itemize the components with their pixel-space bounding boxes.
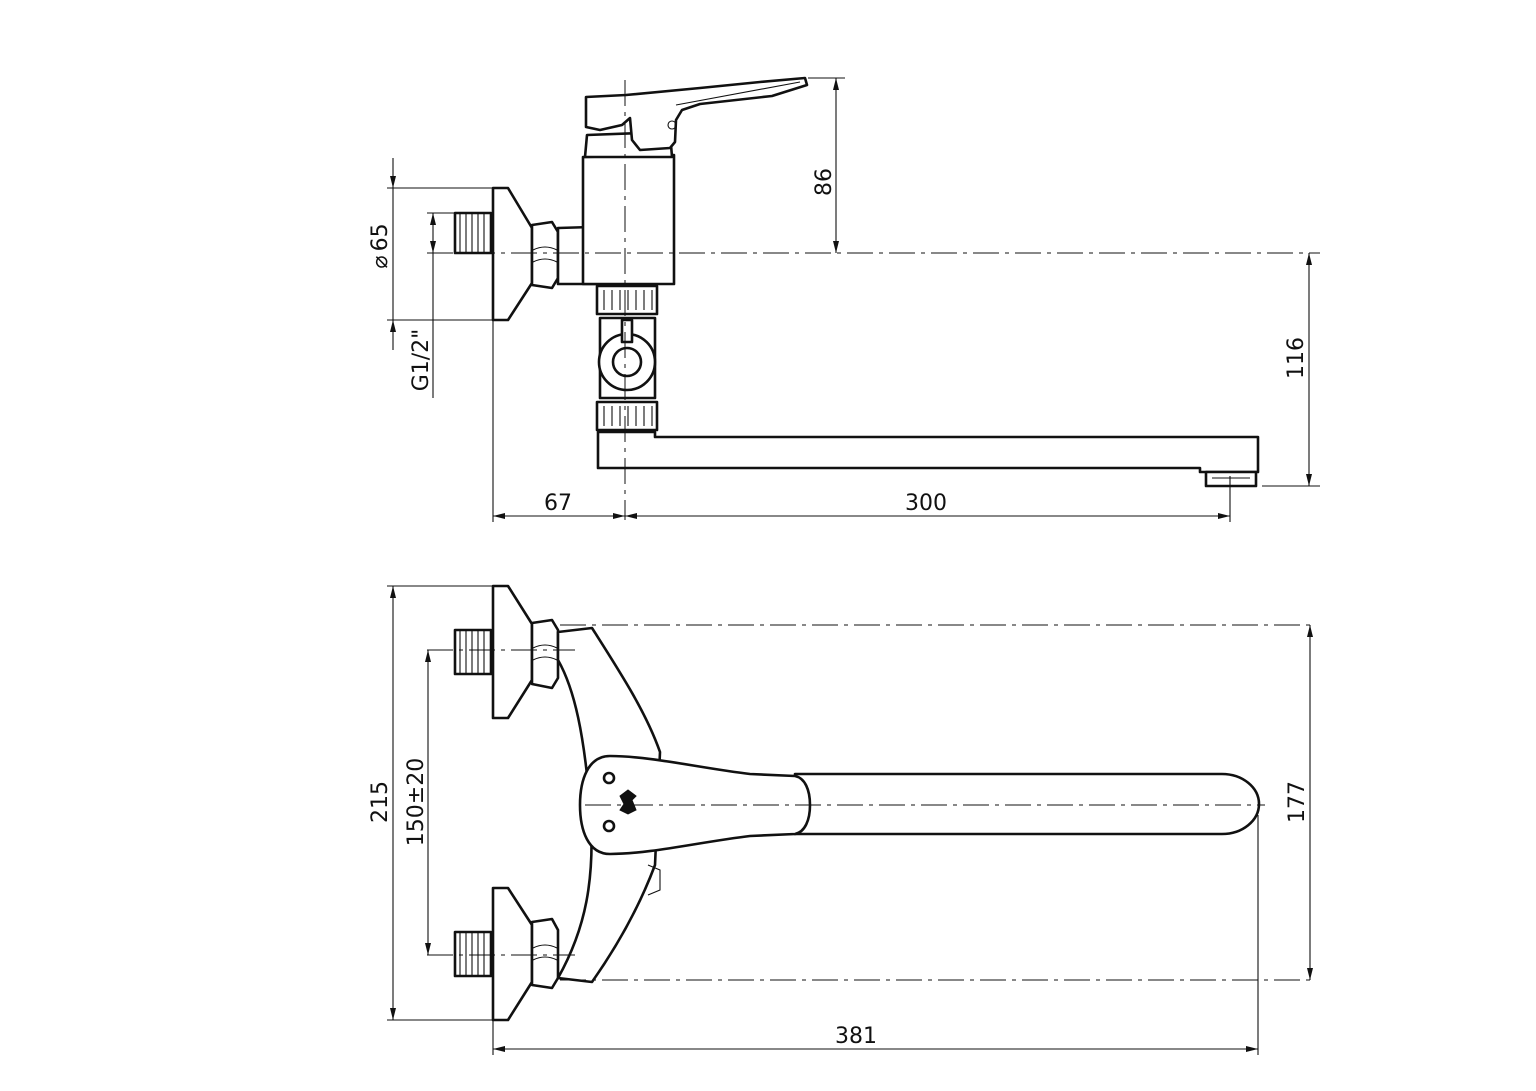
dim-215: 215 <box>368 781 393 823</box>
dim-diameter-65: ⌀65 <box>368 223 393 268</box>
dim-86: 86 <box>812 168 837 196</box>
dim-177: 177 <box>1285 781 1310 823</box>
side-diverter <box>597 316 657 400</box>
top-inlet-upper <box>453 584 560 720</box>
top-inlet-lower <box>453 886 560 1022</box>
side-aerator <box>1204 470 1258 488</box>
side-mixer-body <box>581 153 676 286</box>
top-cartridge-screw-upper <box>602 771 616 785</box>
diameter-symbol: ⌀ <box>368 255 393 268</box>
dim-300: 300 <box>905 491 947 516</box>
side-view: 86 116 ⌀65 G1/2" 67 300 <box>368 76 1320 522</box>
dim-116: 116 <box>1284 337 1309 379</box>
side-swivel-coupling <box>595 284 659 316</box>
side-lever <box>584 76 809 152</box>
side-spout <box>596 430 1260 474</box>
dim-67: 67 <box>544 491 572 516</box>
dim-thread-g12: G1/2" <box>409 329 434 392</box>
side-hex-nut <box>530 220 560 290</box>
top-logo-mark <box>619 789 637 815</box>
top-view: 215 150±20 177 381 <box>368 584 1313 1055</box>
side-inlet-thread <box>453 211 493 255</box>
side-wall-flange <box>491 186 534 322</box>
dim-381: 381 <box>835 1024 877 1049</box>
top-spout <box>793 772 1261 836</box>
dim-150-20: 150±20 <box>404 758 429 846</box>
side-lower-coupling <box>595 400 659 432</box>
svg-text:⌀65: ⌀65 <box>368 223 393 268</box>
top-cartridge-screw-lower <box>602 819 616 833</box>
